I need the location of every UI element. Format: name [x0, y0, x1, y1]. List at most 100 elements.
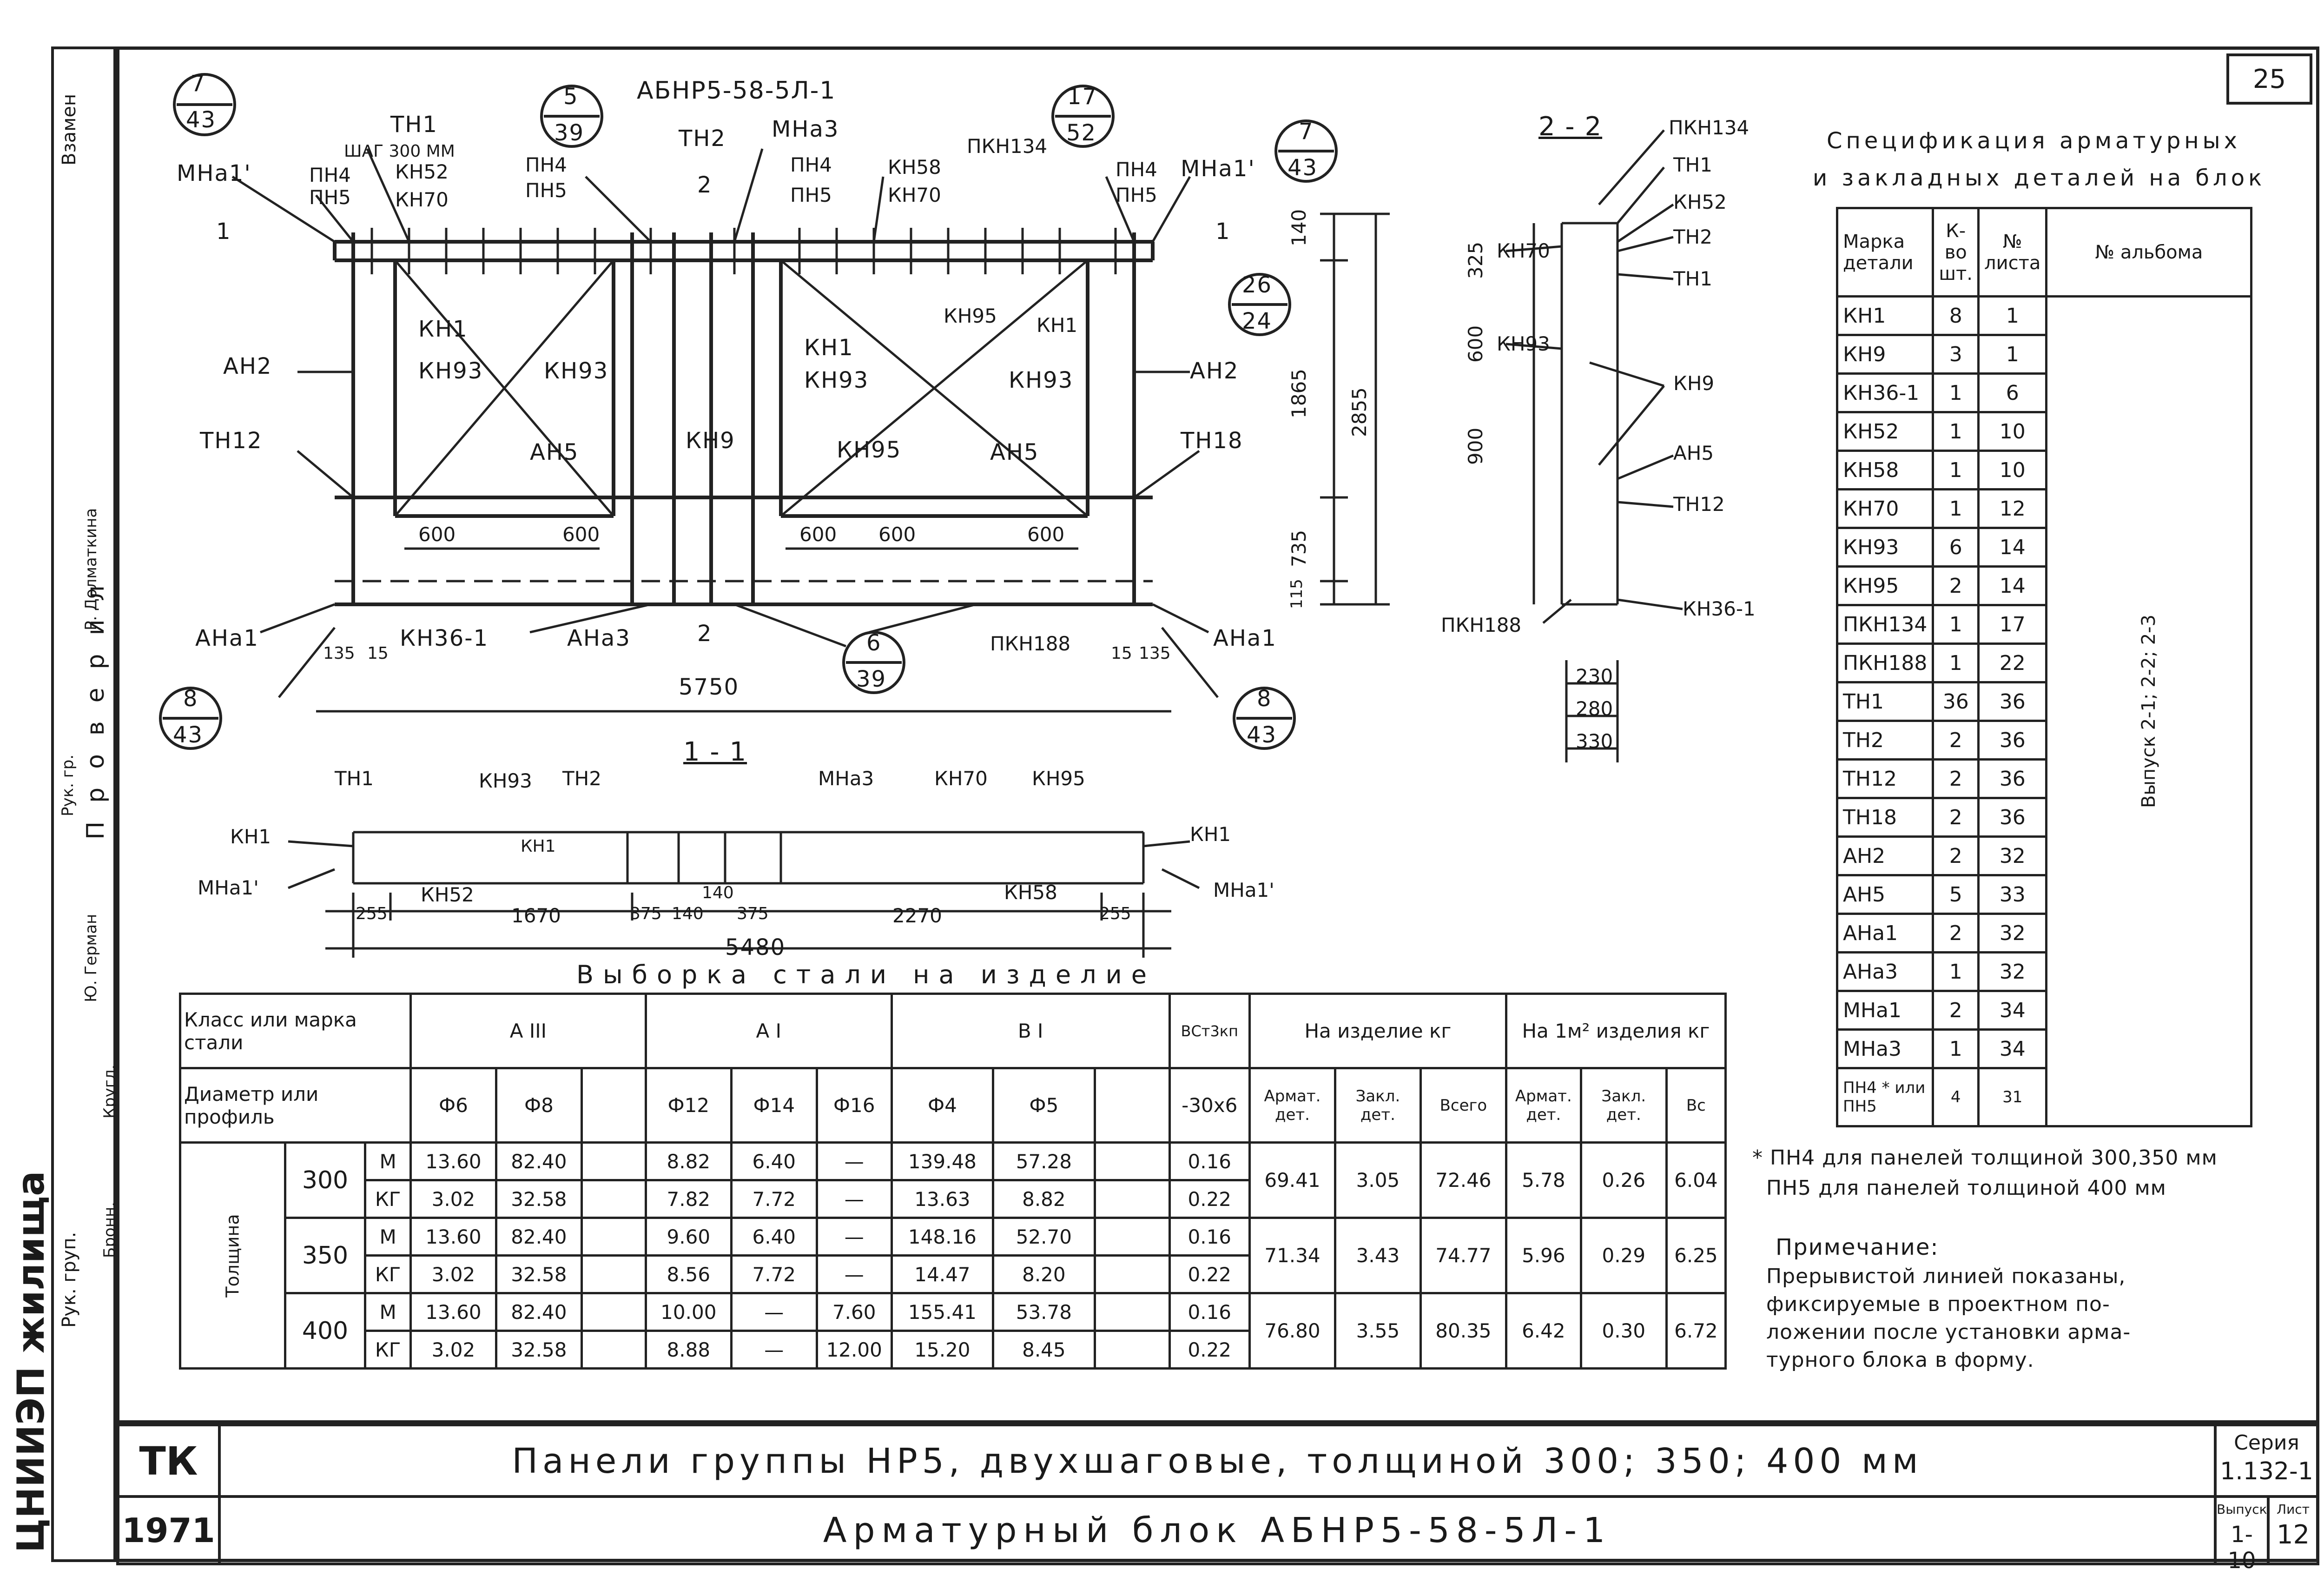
label-kn1-left: КН1: [418, 316, 468, 342]
label-an2-left: АН2: [223, 353, 272, 379]
label-ana3: АНа3: [567, 625, 631, 651]
bubble-6-bottom: 39: [856, 666, 887, 692]
s11-kn70: КН70: [934, 767, 988, 790]
diam-item-armat: Армат. дет.: [1248, 1067, 1336, 1144]
dim-v-1865: 1865: [1287, 369, 1310, 418]
label-mna1-right: МНа1': [1181, 156, 1255, 182]
steel-group-item: На изделие кг: [1248, 993, 1507, 1069]
title-block-title-2: Арматурный блок АБНР5-58-5Л-1: [218, 1495, 2217, 1565]
s11-dim-5480: 5480: [725, 934, 786, 960]
s11-kn58: КН58: [1004, 881, 1057, 904]
steel-group-per-m2: На 1м² изделия кг: [1505, 993, 1727, 1069]
label-kn52: КН52: [395, 160, 449, 183]
s11-kn52: КН52: [421, 883, 474, 906]
section-1-1-title: 1 - 1: [683, 737, 747, 767]
title-block-sheet: Лист 12: [2267, 1495, 2319, 1565]
label-an5-center: АН5: [990, 439, 1039, 465]
bubble-8-top: 8: [1257, 686, 1272, 712]
s11-mna3: МНа3: [818, 767, 874, 790]
label-pn5-left: ПН5: [309, 186, 351, 209]
dim-v-140: 140: [1287, 209, 1310, 246]
thickness-300: 300: [284, 1141, 367, 1219]
label-kn93-mid: КН93: [544, 358, 609, 384]
diam-f6: Ф6: [409, 1067, 497, 1144]
steel-selection-table: Класс или марка стали А III А I В I ВСт3…: [179, 993, 1727, 1370]
s11-tn2: ТН2: [562, 767, 601, 790]
s22-kn52: КН52: [1673, 191, 1727, 213]
stamp-strip: Взамен Проверил Рук. груп. Рук. гр. Ю. Г…: [51, 46, 119, 1562]
s11-kn93: КН93: [479, 769, 532, 792]
s11-dim-255-b: 255: [1099, 904, 1131, 923]
bubble-4-bottom: 43: [1287, 155, 1318, 181]
s11-dim-1670: 1670: [511, 904, 561, 927]
s11-kn1-inner: КН1: [521, 837, 556, 856]
s22-dim-600: 600: [1464, 325, 1487, 363]
dim-v-735: 735: [1287, 530, 1310, 567]
thickness-label: Толщина: [179, 1141, 286, 1370]
note-title: Примечание:: [1776, 1234, 1939, 1260]
diam-f12: Ф12: [644, 1067, 733, 1144]
label-kn93-right: КН93: [1009, 367, 1074, 393]
label-pn5-right: ПН5: [1116, 184, 1157, 206]
s22-dim-330: 330: [1576, 730, 1613, 753]
bubble-4-top: 7: [1299, 119, 1314, 145]
bubble-5-top: 26: [1242, 272, 1273, 298]
s22-dim-900: 900: [1464, 427, 1487, 465]
label-tn12: ТН12: [200, 428, 263, 454]
bubble-1-top: 7: [191, 71, 206, 97]
diam-strip: -30x6: [1168, 1067, 1251, 1144]
label-kn93-left: КН93: [418, 358, 483, 384]
note-line-2: фиксируемые в проектном по-: [1766, 1292, 2110, 1316]
label-kn58: КН58: [888, 156, 941, 179]
label-tn1: ТН1: [390, 112, 438, 138]
s22-kn9: КН9: [1673, 372, 1715, 395]
s22-pkn188: ПКН188: [1441, 614, 1522, 636]
s22-tn1-b: ТН1: [1673, 267, 1712, 290]
section-mark-1-right: 1: [1215, 219, 1231, 245]
steel-group-b1: В I: [890, 993, 1171, 1069]
label-kn70-left: КН70: [395, 188, 449, 211]
diam-f5: Ф5: [992, 1067, 1096, 1144]
section-mark-2-top: 2: [697, 172, 713, 198]
s11-dim-2270: 2270: [892, 904, 942, 927]
label-pn4-mid: ПН4: [525, 153, 567, 176]
label-kn1-top: КН1: [1037, 314, 1078, 337]
steel-group-a1: А I: [644, 993, 893, 1069]
dim-600-e: 600: [1027, 523, 1065, 546]
s11-kn1-left: КН1: [230, 825, 271, 848]
diam-f16: Ф16: [815, 1067, 893, 1144]
diam-m2-armat: Армат. дет.: [1505, 1067, 1582, 1144]
s22-dim-325: 325: [1464, 241, 1487, 279]
dim-600-b: 600: [562, 523, 600, 546]
dim-135-left: 135: [323, 644, 355, 663]
label-an2-right: АН2: [1190, 358, 1239, 384]
spec-header-sheet: № листа: [1977, 207, 2048, 298]
label-pn5-mid: ПН5: [525, 179, 567, 202]
s22-an5: АН5: [1673, 442, 1714, 464]
bubble-2-top: 5: [563, 84, 579, 110]
label-kn9: КН9: [686, 428, 735, 454]
dim-15-left: 15: [367, 644, 389, 663]
label-tn18: ТН18: [1181, 428, 1243, 454]
s22-kn36-1: КН36-1: [1683, 597, 1756, 620]
steel-class-label: Класс или марка стали: [179, 993, 412, 1069]
note-line-3: ложении после установки арма-: [1766, 1320, 2131, 1344]
bubble-6-top: 6: [866, 630, 882, 656]
s22-kn93: КН93: [1497, 332, 1550, 355]
s22-pkn134: ПКН134: [1669, 116, 1750, 139]
spec-album-cell: Выпуск 2-1; 2-2; 2-3: [2045, 295, 2253, 1127]
block-mark: АБНР5-58-5Л-1: [637, 77, 836, 105]
diam-f8: Ф8: [495, 1067, 583, 1144]
label-mna3: МНа3: [772, 116, 839, 142]
label-pkn188: ПКН188: [990, 632, 1071, 655]
s11-tn1: ТН1: [335, 767, 374, 790]
